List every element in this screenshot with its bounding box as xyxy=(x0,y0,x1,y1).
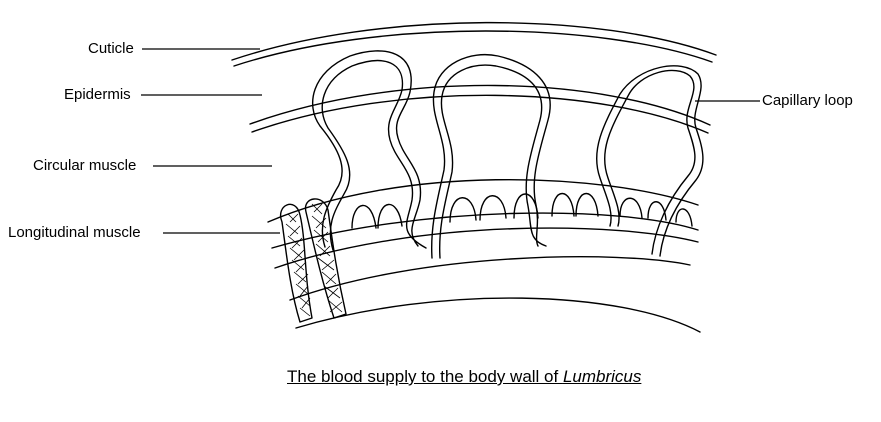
cuticle-inner-line xyxy=(234,31,712,66)
epidermis-boundary-inner xyxy=(252,95,708,133)
capillary-loop-label: Capillary loop xyxy=(762,92,853,109)
longitudinal-muscle-label: Longitudinal muscle xyxy=(8,224,141,241)
epidermis-boundary-outer xyxy=(250,85,710,125)
capillary-arches xyxy=(352,194,692,229)
capillary-loop-2 xyxy=(432,55,550,258)
longitudinal-muscle-line-2 xyxy=(296,298,700,332)
longitudinal-muscle-block-1 xyxy=(281,204,312,322)
epidermis-label: Epidermis xyxy=(64,86,131,103)
diagram-caption: The blood supply to the body wall of Lum… xyxy=(287,367,641,387)
circular-muscle-outer-line xyxy=(268,180,698,222)
cuticle-label: Cuticle xyxy=(88,40,134,57)
cuticle-outer-line xyxy=(232,23,716,60)
caption-text: The blood supply to the body wall of xyxy=(287,367,563,386)
circular-muscle-bottom-line xyxy=(275,228,698,268)
capillary-loop-1 xyxy=(313,51,426,250)
circular-muscle-label: Circular muscle xyxy=(33,157,137,174)
longitudinal-muscle-block-2 xyxy=(306,199,346,318)
caption-genus: Lumbricus xyxy=(562,367,642,386)
longitudinal-muscle-line-1 xyxy=(290,257,690,300)
capillary-loop-3 xyxy=(597,66,703,256)
longitudinal-muscle-hatching xyxy=(286,204,342,316)
